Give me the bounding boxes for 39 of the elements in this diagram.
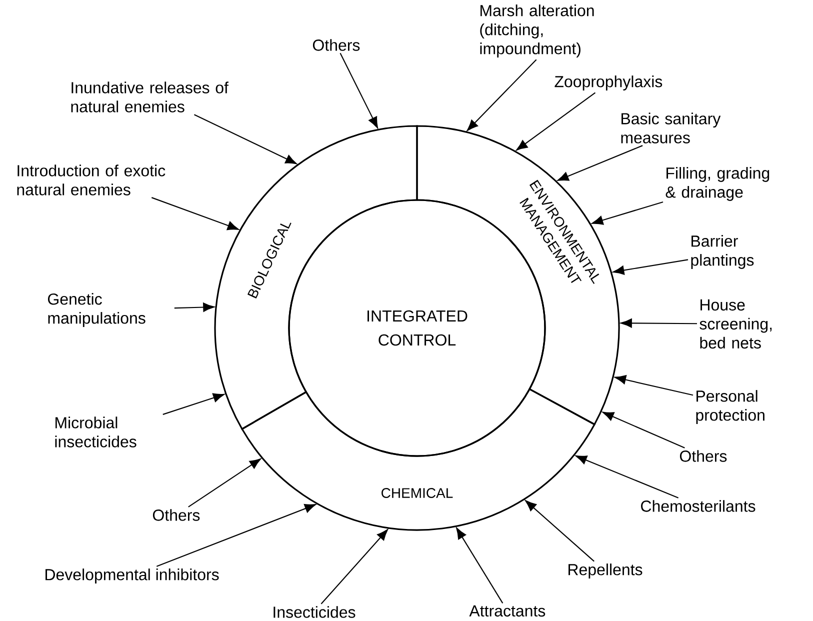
ring-sector: CHEMICAL <box>241 388 596 531</box>
arrow <box>620 318 698 328</box>
method-label: Others <box>152 509 200 521</box>
method-label: Basic sanitary measures <box>621 112 721 144</box>
method-label: Repellents <box>568 564 642 578</box>
arrow <box>576 455 679 498</box>
arrow <box>557 145 643 181</box>
arrow <box>456 528 504 604</box>
method-label: Chemosterilants <box>641 500 756 512</box>
arrow <box>151 197 239 230</box>
method-label: Introduction of exotic natural enemies <box>17 164 166 196</box>
arrow <box>466 59 537 131</box>
arrow <box>194 114 297 164</box>
arrow <box>602 412 685 448</box>
method-label: Filling, grading & drainage <box>666 167 770 201</box>
method-label: Personal protection <box>696 390 764 424</box>
method-label: Barrier plantings <box>691 235 754 269</box>
method-label: Genetic manipulations <box>48 293 146 327</box>
method-label: Inundative releases of natural enemies <box>71 82 228 112</box>
arrow <box>340 52 378 128</box>
method-label: Developmental inhibitors <box>46 568 219 584</box>
arrow <box>162 393 224 415</box>
arrow <box>612 259 688 275</box>
arrow <box>525 500 594 562</box>
method-label: Marsh alteration (ditching, impoundment) <box>480 4 594 58</box>
method-label: Microbial insecticides <box>55 416 136 448</box>
arrow <box>592 201 664 225</box>
method-label: Zooprophylaxis <box>554 76 662 90</box>
arrow <box>516 92 596 151</box>
method-label: Attractants <box>469 605 546 617</box>
arrow <box>174 302 214 312</box>
arrow <box>320 529 388 604</box>
method-label: Others <box>680 450 727 462</box>
arrow <box>188 458 261 508</box>
method-label: Others <box>312 39 360 51</box>
method-label: House screening, bed nets <box>700 299 772 349</box>
arrow <box>156 504 316 567</box>
method-label: Insecticides <box>274 606 356 618</box>
arrow <box>614 375 694 396</box>
